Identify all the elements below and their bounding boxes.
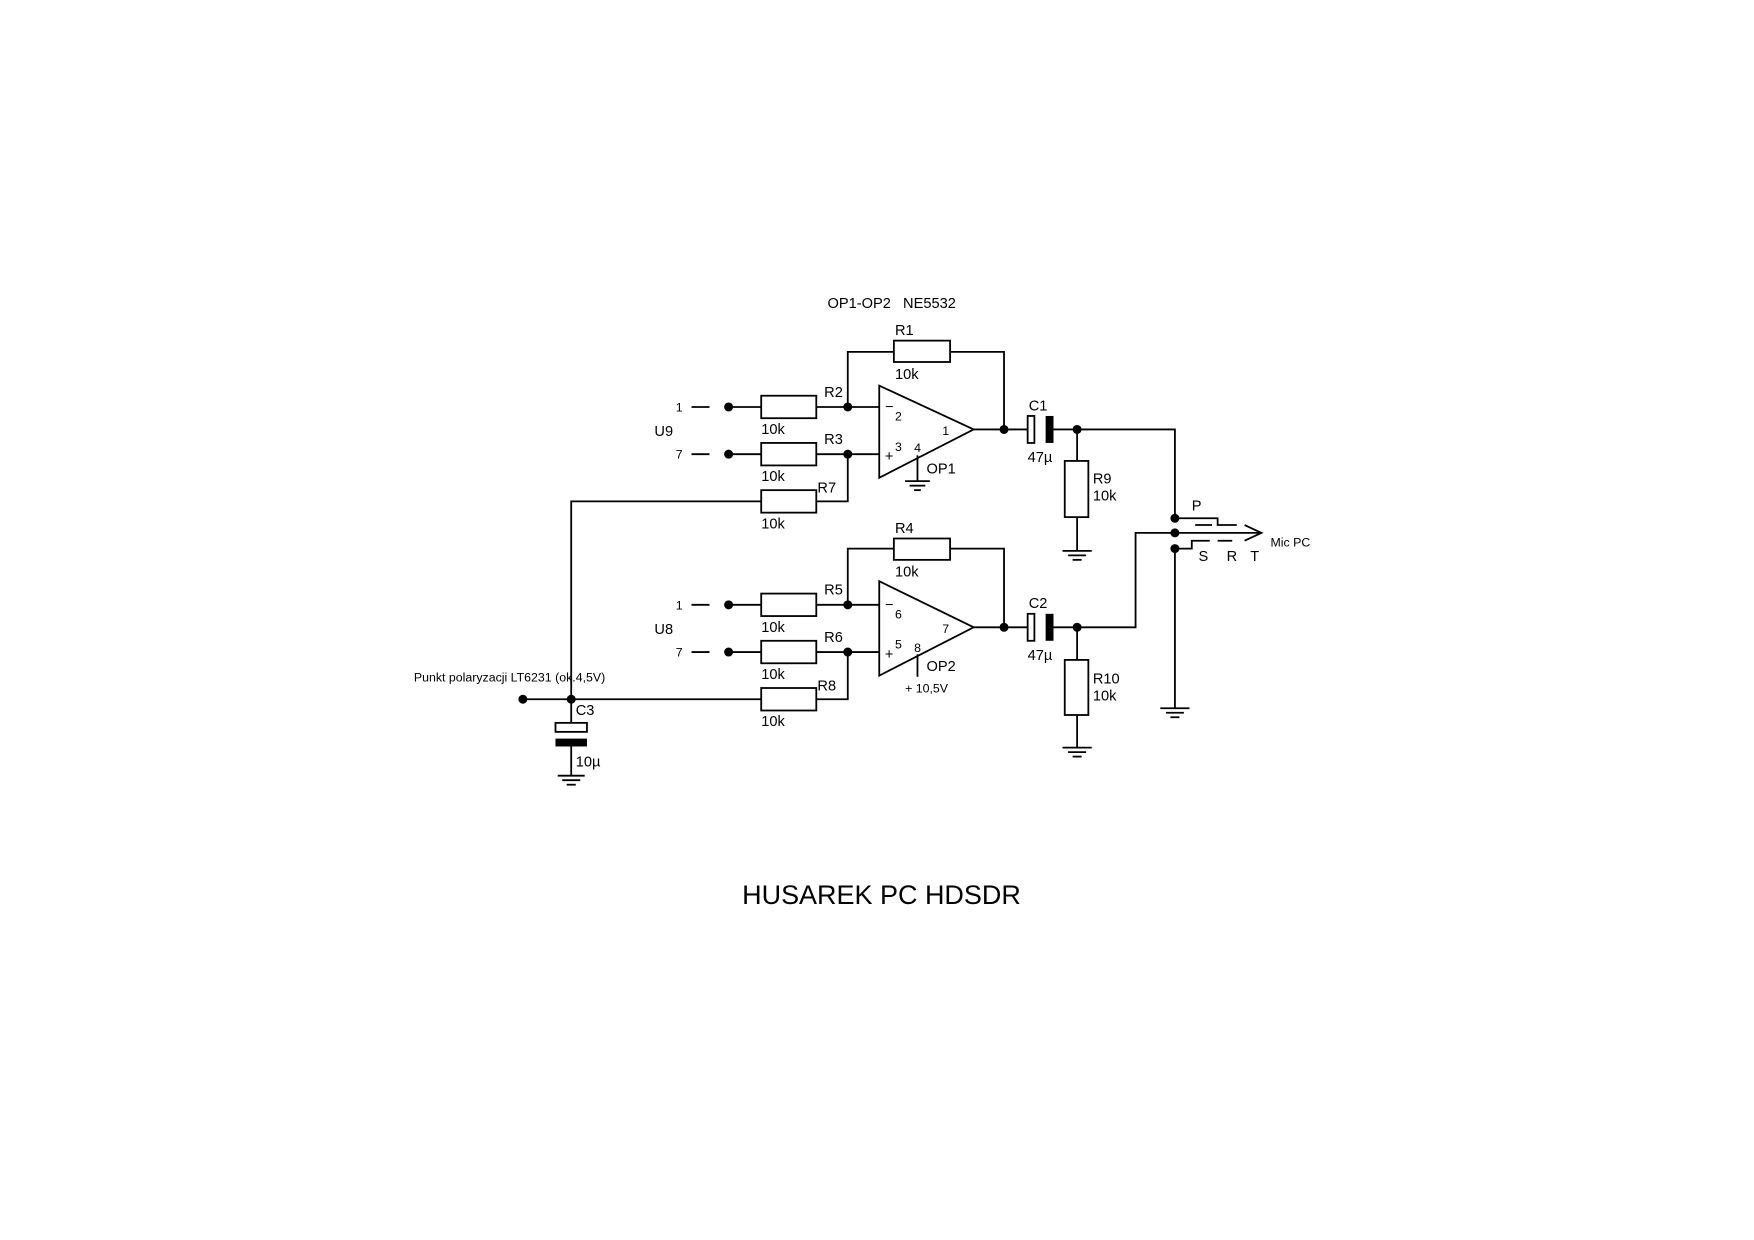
op2-name: OP2	[926, 659, 955, 675]
op2-pin8: 8	[914, 641, 921, 655]
r4-value: 10k	[895, 565, 919, 581]
jack-label: Mic PC	[1270, 535, 1310, 549]
r5-name: R5	[824, 583, 843, 599]
opamp-op2	[878, 579, 976, 678]
u8-pin1: 1	[676, 598, 683, 612]
resistor-r2	[760, 394, 818, 420]
r7-value: 10k	[761, 516, 785, 532]
op1-name: OP1	[926, 461, 955, 477]
ground-icon	[1160, 707, 1190, 719]
jack-s: S	[1199, 549, 1209, 565]
r3-name: R3	[824, 432, 843, 448]
channel-op2: R4 10k 1 R5 10k U8 7 R6 10k R8 10k − 6 +…	[522, 521, 1175, 758]
r8-value: 10k	[761, 714, 785, 730]
r2-name: R2	[824, 385, 843, 401]
resistor-r4	[892, 537, 951, 561]
mic-jack: P S R T Mic PC	[1160, 498, 1310, 719]
op1-pin1: 1	[942, 424, 949, 438]
c3-name: C3	[576, 703, 595, 719]
resistor-r5	[760, 592, 818, 617]
resistor-r3	[760, 442, 818, 467]
r10-name: R10	[1093, 672, 1120, 688]
jack-r: R	[1227, 549, 1238, 565]
bias-terminal	[518, 694, 528, 704]
op2-supply: + 10,5V	[905, 682, 949, 696]
op1-pin3: 3	[895, 440, 902, 454]
op1-pin2: 2	[895, 409, 902, 423]
r1-value: 10k	[895, 367, 919, 383]
r4-name: R4	[895, 521, 914, 537]
u9-pin1: 1	[676, 400, 683, 414]
r3-value: 10k	[761, 469, 785, 485]
r8-name: R8	[817, 678, 836, 694]
r10-value: 10k	[1093, 688, 1117, 704]
op1-plus-sign: +	[885, 449, 894, 465]
resistor-r6	[760, 639, 818, 665]
ground-icon	[557, 774, 585, 786]
c2-value: 47µ	[1028, 648, 1053, 664]
op2-pin7: 7	[942, 622, 949, 636]
u9-label: U9	[654, 424, 673, 440]
resistor-r7	[760, 489, 818, 514]
bias-label: Punkt polaryzacji LT6231 (ok.4,5V)	[414, 670, 605, 684]
opamp-op1	[878, 384, 976, 480]
u8-label: U8	[654, 622, 673, 638]
c3-value: 10µ	[576, 755, 601, 771]
page-title: HUSAREK PC HDSDR	[742, 880, 1021, 910]
ground-icon	[1062, 549, 1092, 561]
resistor-r9	[1063, 460, 1090, 519]
capacitor-c3	[554, 721, 588, 733]
ic-label: OP1-OP2 NE5532	[828, 296, 956, 312]
r5-value: 10k	[761, 620, 785, 636]
c1-value: 47µ	[1028, 450, 1053, 466]
ground-icon	[905, 480, 930, 492]
bias-network: Punkt polaryzacji LT6231 (ok.4,5V) C3 10…	[414, 670, 605, 786]
u8-pin7: 7	[676, 646, 683, 660]
op2-pin6: 6	[895, 607, 902, 621]
r9-name: R9	[1093, 471, 1112, 487]
op1-pin4: 4	[914, 441, 921, 455]
ground-icon	[1062, 746, 1092, 758]
op2-pin5: 5	[895, 638, 902, 652]
r7-name: R7	[817, 480, 836, 496]
resistor-r8	[760, 687, 818, 712]
op1-minus-sign: −	[885, 399, 894, 415]
r9-value: 10k	[1093, 488, 1117, 504]
c2-name: C2	[1029, 596, 1048, 612]
r6-name: R6	[824, 630, 843, 646]
resistor-r10	[1063, 659, 1090, 716]
resistor-r1	[892, 339, 951, 363]
c1-name: C1	[1029, 398, 1048, 414]
channel-op1: R1 10k 1 R2 10k U9 7 R3 10k R7 10k − 2 +…	[570, 323, 1176, 700]
op2-plus-sign: +	[885, 647, 894, 663]
r6-value: 10k	[761, 667, 785, 683]
u9-pin7: 7	[676, 448, 683, 462]
jack-p: P	[1192, 498, 1202, 514]
r1-name: R1	[895, 323, 914, 339]
capacitor-c2	[1026, 612, 1036, 642]
capacitor-c1	[1026, 415, 1036, 444]
op2-minus-sign: −	[885, 597, 894, 613]
r2-value: 10k	[761, 422, 785, 438]
jack-t: T	[1250, 549, 1259, 565]
